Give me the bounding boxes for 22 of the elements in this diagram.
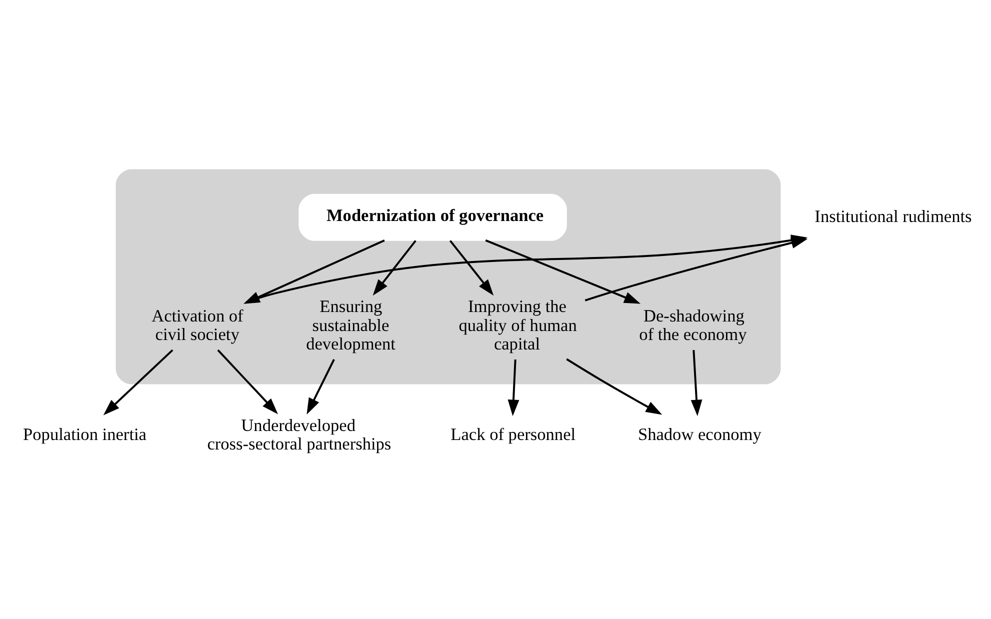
node-text: Ensuring sustainable development — [306, 297, 396, 354]
arrow — [485, 239, 641, 304]
arrow — [449, 240, 494, 296]
node-text: Underdeveloped cross-sectoral partnerships — [207, 416, 392, 454]
arrow — [566, 358, 662, 415]
node-text: Population inertia — [23, 425, 147, 444]
arrow — [306, 359, 335, 414]
cluster — [116, 169, 781, 384]
arrow — [103, 349, 174, 416]
node-text: Lack of personnel — [450, 425, 576, 444]
arrow — [217, 349, 278, 414]
node-text: Activation of civil society — [152, 306, 244, 344]
arrow — [690, 350, 702, 416]
arrow — [584, 237, 808, 302]
arrow — [372, 240, 416, 296]
arrow — [243, 240, 385, 304]
node-text: Improving the quality of human capital — [458, 297, 577, 354]
node-box: Modernization of governance — [298, 194, 567, 241]
node-text: Institutional rudiments — [814, 206, 972, 226]
arrow — [508, 359, 520, 416]
node-text: De-shadowing of the economy — [639, 306, 747, 344]
node-text: Shadow economy — [638, 425, 762, 444]
